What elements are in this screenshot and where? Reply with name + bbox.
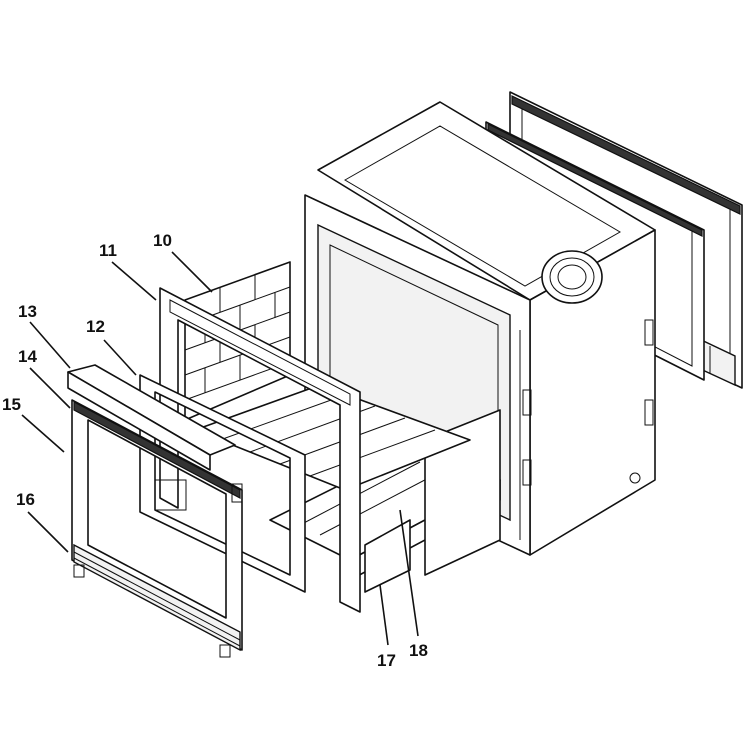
leader-11: [111, 261, 157, 301]
callout-16: 16: [16, 490, 35, 509]
leader-16: [27, 511, 69, 553]
front-door: [71, 399, 243, 658]
leader-15: [21, 414, 65, 453]
leader-14: [29, 367, 71, 409]
leader-13: [29, 321, 71, 369]
callout-15: 15: [2, 395, 21, 414]
leader-18: [399, 509, 419, 637]
leader-10: [171, 251, 213, 293]
top-trim-bar: [67, 364, 236, 471]
callout-12: 12: [86, 317, 105, 336]
callout-18: 18: [409, 641, 428, 660]
callout-11: 11: [99, 241, 117, 260]
leader-lines: [21, 251, 419, 646]
callout-17: 17: [377, 651, 396, 670]
inner-door-frame: [139, 374, 306, 593]
callout-14: 14: [18, 347, 37, 366]
callout-10: 10: [153, 231, 172, 250]
callout-labels: 10 11 12 13 14 15 16 17 18: [2, 231, 428, 670]
callout-13: 13: [18, 302, 37, 321]
leader-17: [379, 584, 389, 646]
leader-12: [103, 339, 137, 376]
